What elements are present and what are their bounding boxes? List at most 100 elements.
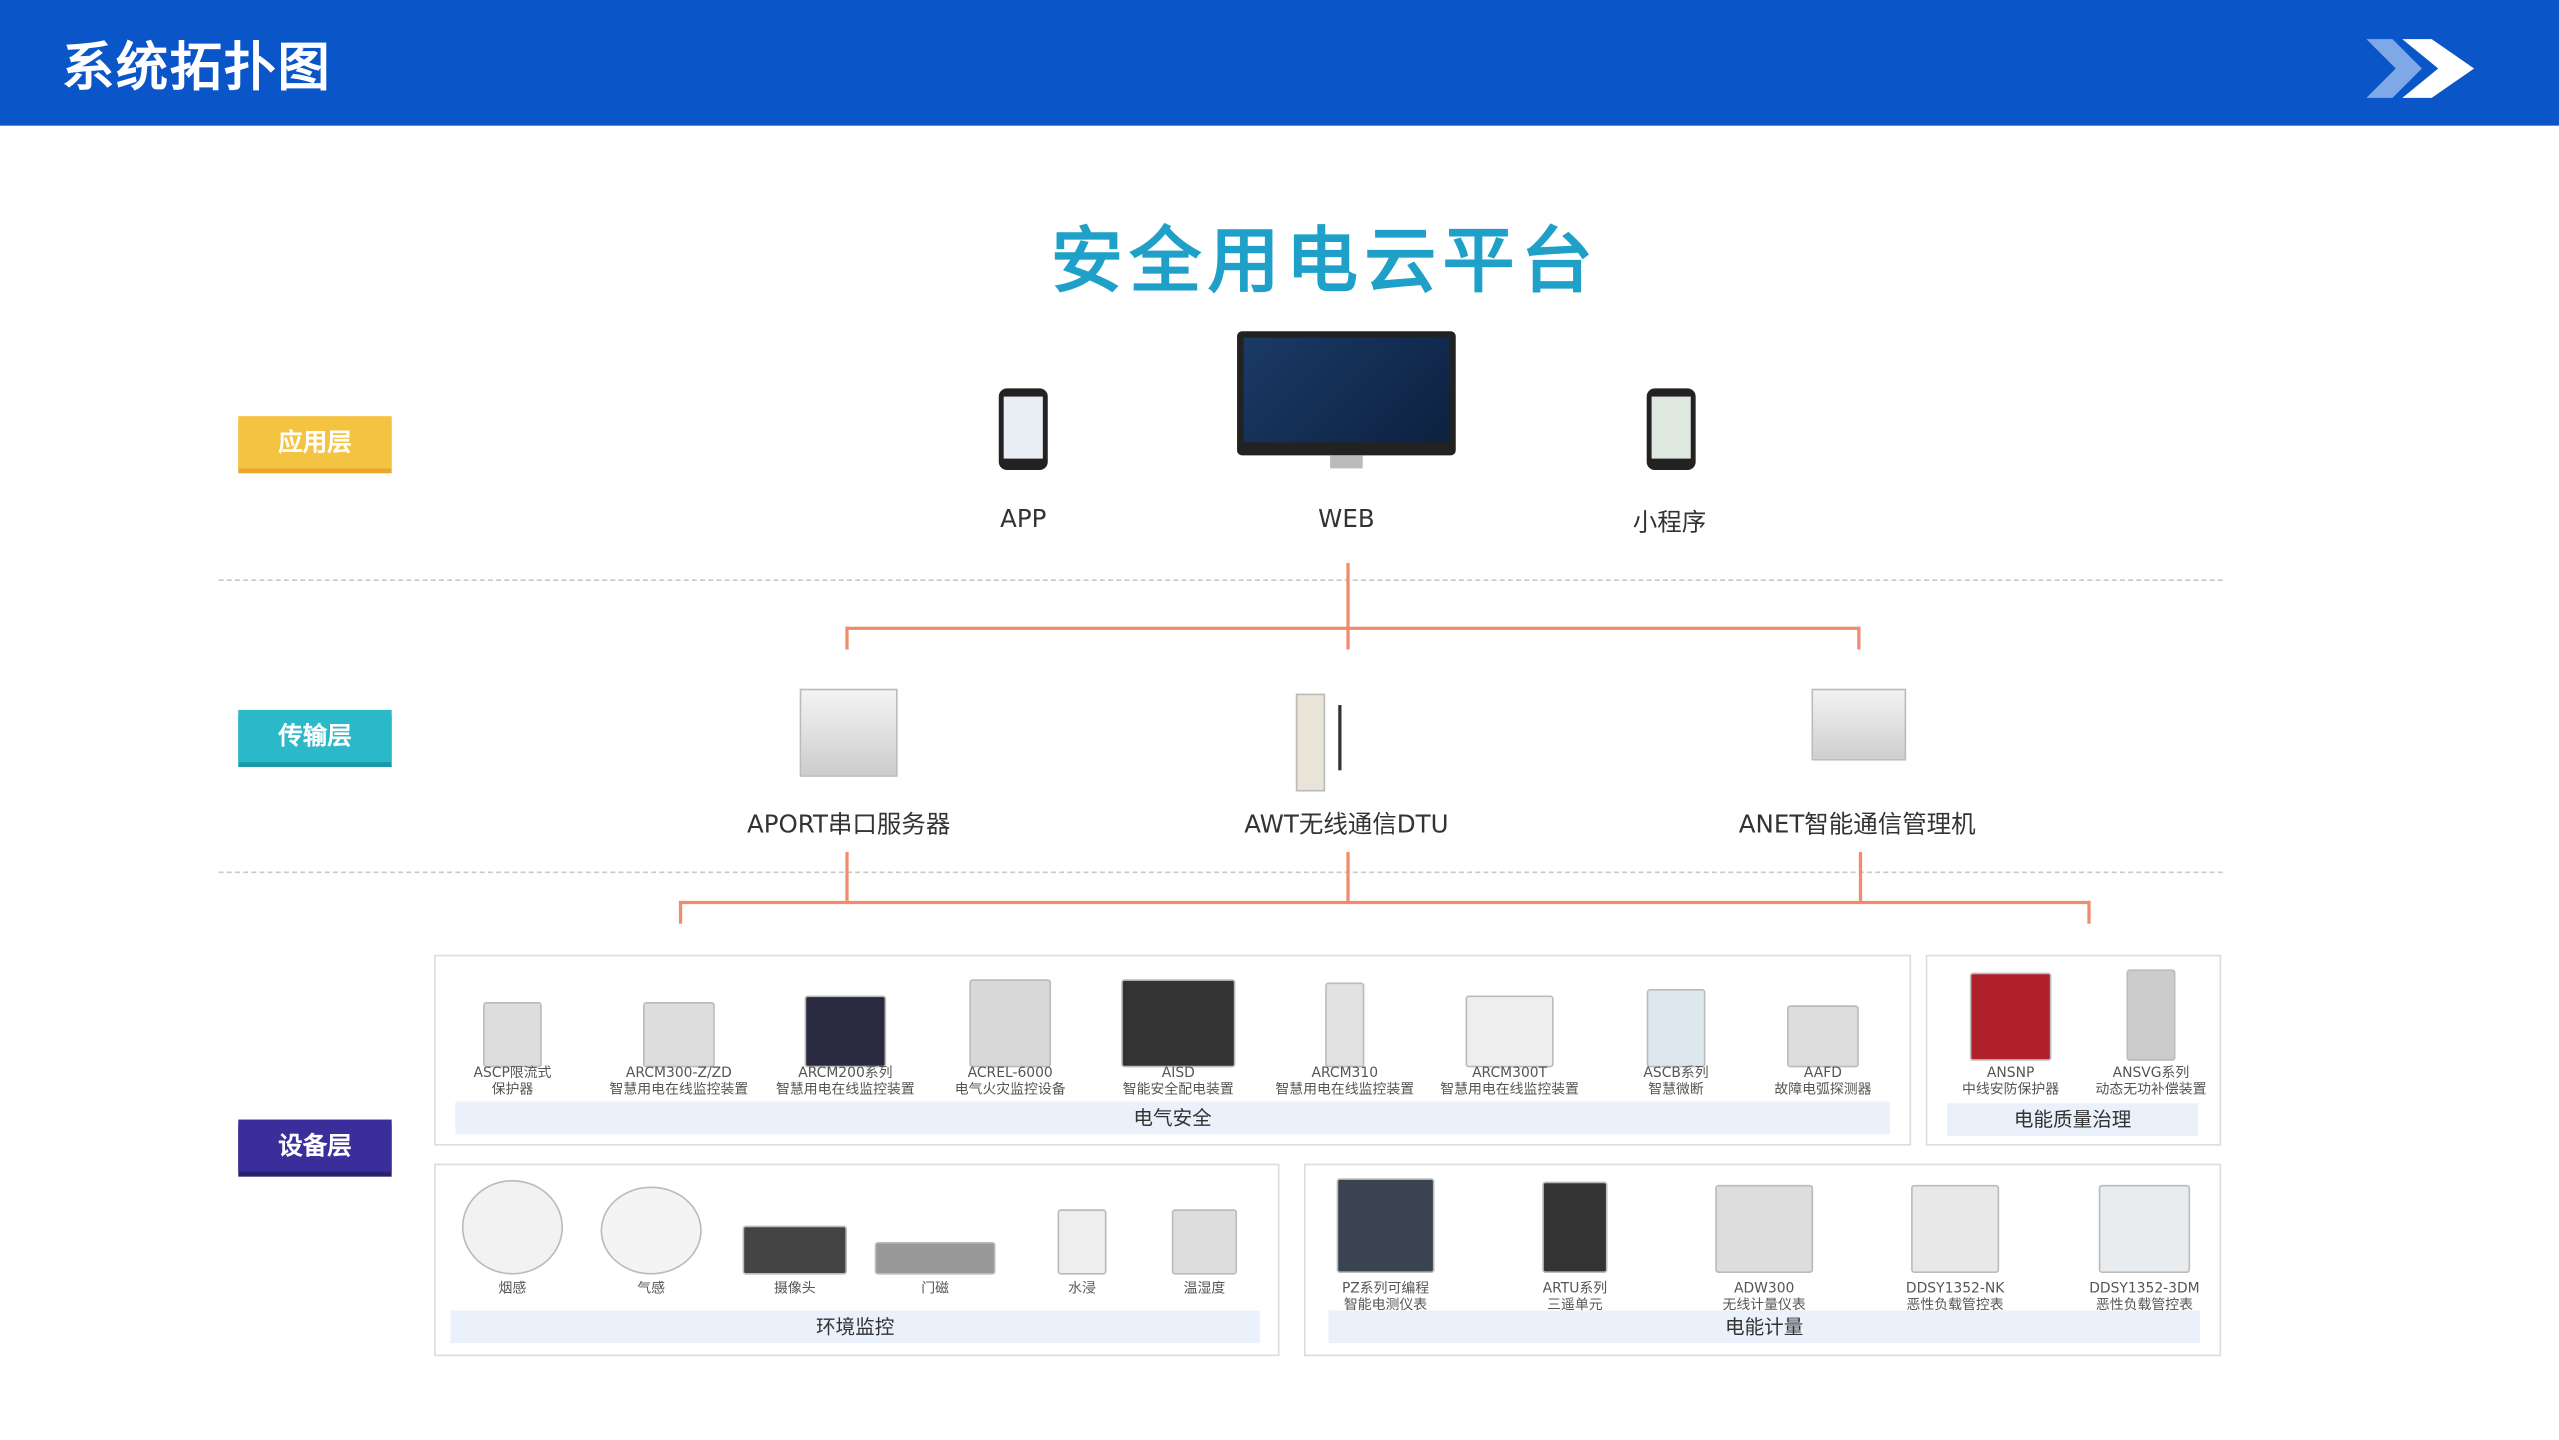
layer-label-app: 应用层	[238, 416, 392, 469]
device-item: ARCM300-Z/ZD 智慧用电在线监控装置	[597, 1061, 760, 1099]
device-item: 气感	[570, 1276, 733, 1298]
device-model: 门磁	[921, 1281, 950, 1298]
device-description: 恶性负载管控表	[1906, 1296, 2004, 1313]
device-description: 智慧微断	[1648, 1081, 1704, 1098]
device-image	[1715, 1184, 1814, 1273]
device-model: AISD	[1161, 1065, 1195, 1083]
connector	[845, 626, 1859, 630]
layer-label-device: 设备层	[238, 1119, 392, 1172]
double-chevron-right-icon	[2366, 39, 2475, 98]
connector	[845, 851, 848, 901]
device-description: 电气火灾监控设备	[954, 1081, 1066, 1098]
device-item: 烟感	[431, 1276, 594, 1298]
layer-divider	[218, 579, 2223, 581]
device-description: 智慧用电在线监控装置	[1275, 1081, 1415, 1098]
device-model: ANSNP	[1986, 1065, 2035, 1083]
device-description: 智慧用电在线监控装置	[609, 1081, 749, 1098]
device-image	[1911, 1184, 2000, 1273]
device-model: 温湿度	[1183, 1281, 1226, 1298]
layer-divider	[218, 871, 2223, 874]
device-image	[1465, 995, 1554, 1068]
electrical-safety-title: 电气安全	[455, 1101, 1890, 1135]
device-image	[600, 1186, 702, 1275]
device-description: 恶性负载管控表	[2095, 1296, 2193, 1313]
device-model: 气感	[637, 1281, 666, 1298]
web-monitor-icon	[1237, 331, 1456, 456]
device-description: 故障电弧探测器	[1774, 1081, 1872, 1098]
device-description: 中线安防保护器	[1962, 1081, 2060, 1098]
power-quality-title: 电能质量治理	[1946, 1103, 2199, 1136]
platform-title: 安全用电云平台	[1051, 220, 1600, 304]
device-model: ACREL-6000	[967, 1065, 1053, 1083]
device-item: 水浸	[1000, 1276, 1163, 1298]
device-item: 摄像头	[713, 1276, 876, 1298]
device-description: 智慧用电在线监控装置	[775, 1081, 915, 1098]
device-model: AAFD	[1803, 1065, 1842, 1083]
web-label: WEB	[1318, 504, 1375, 534]
connector	[1857, 626, 1860, 650]
device-model: 水浸	[1068, 1281, 1096, 1298]
device-item: ACREL-6000 电气火灾监控设备	[929, 1061, 1092, 1099]
connector	[1858, 851, 1862, 901]
device-image	[1646, 988, 1706, 1068]
anet-device-image	[1811, 688, 1907, 761]
connector	[1346, 851, 1349, 901]
connector	[2087, 900, 2090, 924]
app-label: APP	[1000, 504, 1047, 534]
monitor-stand	[1330, 455, 1363, 469]
device-item: PZ系列可编程 智能电测仪表	[1304, 1276, 1467, 1314]
device-image	[2098, 1184, 2191, 1273]
device-item: ARCM300T 智慧用电在线监控装置	[1428, 1061, 1591, 1099]
device-item: ASCP限流式 保护器	[431, 1061, 594, 1099]
device-image	[1171, 1209, 1238, 1275]
header-bar	[0, 0, 2559, 126]
device-model: ASCP限流式	[473, 1065, 552, 1083]
aport-device-image	[799, 688, 898, 777]
device-item: ADW300 无线计量仪表	[1683, 1276, 1846, 1314]
aport-label: APORT串口服务器	[746, 809, 951, 839]
connector	[1346, 563, 1349, 650]
miniprogram-label: 小程序	[1632, 507, 1707, 537]
device-image	[1969, 972, 2052, 1061]
device-item: DDSY1352-3DM 恶性负载管控表	[2063, 1276, 2226, 1314]
device-description: 智能安全配电装置	[1122, 1081, 1234, 1098]
device-item: 温湿度	[1123, 1276, 1286, 1298]
device-item: AAFD 故障电弧探测器	[1741, 1061, 1904, 1099]
device-image	[874, 1241, 996, 1275]
awt-label: AWT无线通信DTU	[1244, 809, 1449, 839]
device-model: PZ系列可编程	[1341, 1281, 1430, 1298]
device-model: ANSVG系列	[2112, 1065, 2190, 1083]
device-description: 智能电测仪表	[1343, 1296, 1428, 1313]
connector	[845, 626, 848, 650]
device-image	[643, 1002, 715, 1068]
device-model: 烟感	[498, 1281, 527, 1298]
device-description: 动态无功补偿装置	[2095, 1081, 2207, 1098]
connector	[678, 900, 2091, 904]
device-item: ASCB系列 智慧微断	[1594, 1061, 1757, 1099]
antenna-icon	[1338, 705, 1342, 771]
device-item: 门磁	[854, 1276, 1017, 1298]
device-model: ARTU系列	[1542, 1281, 1608, 1298]
device-model: ARCM310	[1311, 1065, 1379, 1083]
device-model: ADW300	[1734, 1281, 1795, 1298]
device-model: DDSY1352-3DM	[2089, 1281, 2200, 1298]
environment-title: 环境监控	[450, 1310, 1260, 1344]
phone-app-icon	[998, 388, 1048, 471]
device-image	[742, 1225, 848, 1275]
device-description: 智慧用电在线监控装置	[1440, 1081, 1579, 1098]
device-model: DDSY1352-NK	[1905, 1281, 2005, 1298]
device-image	[2126, 969, 2176, 1061]
device-image	[1336, 1178, 1435, 1273]
device-item: ANSVG系列 动态无功补偿装置	[2069, 1061, 2232, 1099]
device-item: DDSY1352-NK 恶性负载管控表	[1874, 1276, 2037, 1314]
device-model: ARCM200系列	[798, 1065, 893, 1083]
device-description: 无线计量仪表	[1722, 1296, 1806, 1313]
device-model: ARCM300-Z/ZD	[625, 1065, 732, 1083]
device-description: 保护器	[491, 1081, 534, 1098]
device-model: 摄像头	[773, 1281, 816, 1298]
awt-dtu-device-image	[1295, 693, 1326, 792]
phone-miniprogram-icon	[1646, 388, 1696, 471]
device-item: ARCM310 智慧用电在线监控装置	[1263, 1061, 1426, 1099]
device-model: ASCB系列	[1643, 1065, 1709, 1083]
